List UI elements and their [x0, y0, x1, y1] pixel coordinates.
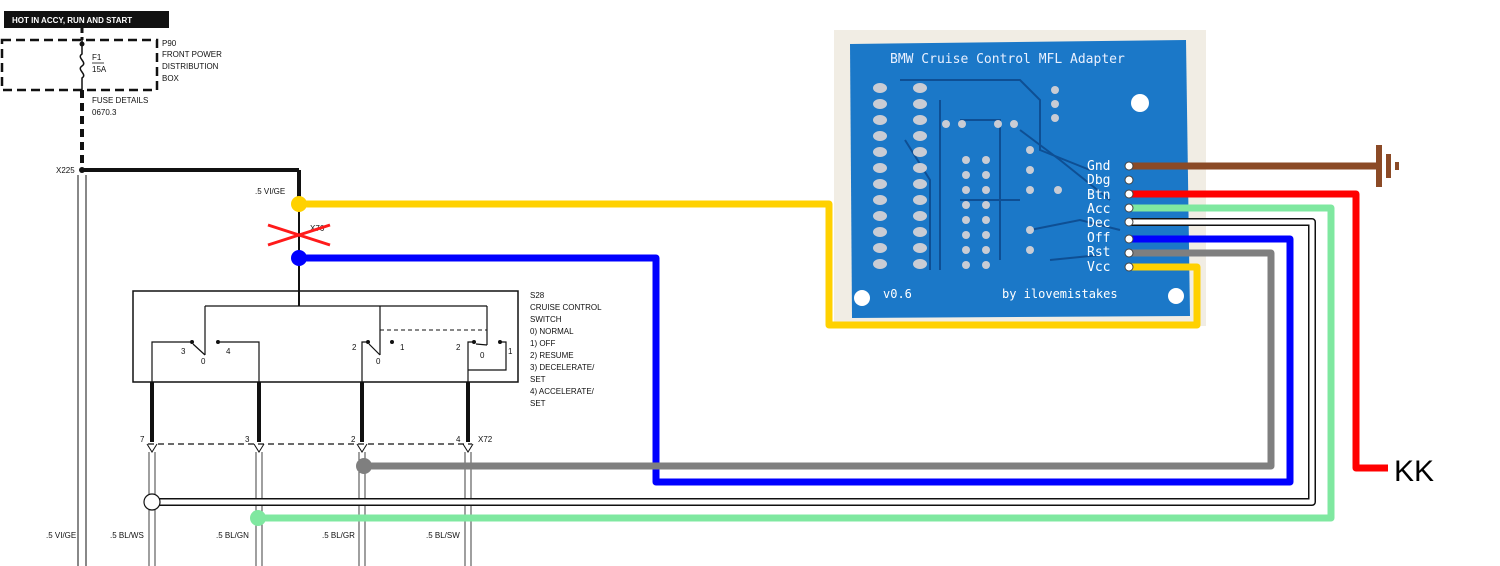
fuse-box-line-2: DISTRIBUTION — [162, 62, 219, 71]
switch-position: 3) DECELERATE/ — [530, 363, 595, 372]
switch-code: S28 — [530, 291, 545, 300]
pcb-board — [850, 40, 1190, 318]
bottom-wire-label: .5 BL/SW — [426, 531, 460, 540]
wire-green-acc — [258, 204, 1335, 522]
pcb-pin-pads — [1124, 161, 1134, 272]
pcb-version: v0.6 — [883, 287, 912, 301]
switch-blade — [192, 343, 206, 356]
pcb-mount-hole — [1131, 94, 1149, 112]
wire-green-endpoint — [250, 510, 266, 526]
contact-label: 1 — [400, 343, 405, 352]
wire-yellow-endpoint — [291, 196, 307, 212]
contact-label: 0 — [480, 351, 485, 360]
bottom-wire-label: .5 BL/GR — [322, 531, 355, 540]
x225-label: X225 — [56, 166, 75, 175]
pcb-author: by ilovemistakes — [1002, 287, 1118, 301]
pcb-pin-off: Off — [1087, 231, 1110, 246]
fuse-rating: 15A — [92, 65, 107, 74]
switch-box — [132, 290, 519, 383]
switch-contact — [190, 340, 194, 344]
wire-blue-off — [299, 235, 1294, 486]
fuse-box-line-3: BOX — [162, 74, 180, 83]
wire-gray-endpoint — [356, 458, 372, 474]
header-text: HOT IN ACCY, RUN AND START — [12, 16, 132, 25]
wire-gray-rst — [364, 249, 1275, 470]
switch-group-1-wiring — [151, 341, 260, 382]
pcb-mount-hole — [854, 290, 870, 306]
fuse-details-1: FUSE DETAILS — [92, 96, 148, 105]
switch-contact — [216, 340, 220, 344]
pcb-pin-dec: Dec — [1087, 216, 1110, 231]
wire-red-btn — [1129, 190, 1388, 472]
bottom-wire-label: .5 BL/WS — [110, 531, 144, 540]
pcb-pin-acc: Acc — [1087, 202, 1110, 217]
wire-white-endpoint — [143, 493, 161, 511]
fuse-node-top — [79, 41, 85, 47]
wire-blue-endpoint — [291, 250, 307, 266]
pcb-pin-gnd: Gnd — [1087, 159, 1110, 174]
switch-title-2: SWITCH — [530, 315, 562, 324]
switch-position: SET — [530, 375, 546, 384]
wire-yellow-vcc — [299, 200, 1201, 329]
fuse-details-2: 0670.3 — [92, 108, 117, 117]
switch-position: 4) ACCELERATE/ — [530, 387, 595, 396]
contact-label: 0 — [201, 357, 206, 366]
switch-contact — [498, 340, 502, 344]
switch-position: 2) RESUME — [530, 351, 574, 360]
switch-blade — [368, 343, 381, 356]
bottom-wire-label: .5 BL/GN — [216, 531, 249, 540]
pin-number: 7 — [140, 435, 145, 444]
contact-label: 3 — [181, 347, 186, 356]
pin-number: 4 — [456, 435, 461, 444]
pcb-mount-hole — [1168, 288, 1184, 304]
ground-symbol — [1376, 145, 1399, 187]
contact-label: 2 — [352, 343, 357, 352]
switch-contact — [366, 340, 370, 344]
switch-contact — [472, 340, 476, 344]
pcb-pin-btn: Btn — [1087, 188, 1110, 203]
pin-number: 3 — [245, 435, 250, 444]
pin-number: 2 — [351, 435, 356, 444]
fuse-box-code: P90 — [162, 39, 177, 48]
x72-label: X72 — [478, 435, 493, 444]
switch-blade — [475, 343, 488, 346]
cut-x-mark — [267, 223, 331, 247]
switch-position: 0) NORMAL — [530, 327, 574, 336]
switch-contact — [390, 340, 394, 344]
switch-position: 1) OFF — [530, 339, 555, 348]
bottom-wire-label: .5 VI/GE — [46, 531, 76, 540]
switch-position: SET — [530, 399, 546, 408]
pcb-pin-vcc: Vcc — [1087, 260, 1110, 275]
pcb-pin-dbg: Dbg — [1087, 173, 1110, 188]
header-box — [4, 11, 169, 28]
contact-label: 2 — [456, 343, 461, 352]
pcb-title: BMW Cruise Control MFL Adapter — [890, 52, 1125, 67]
switch-group-3-wiring — [467, 341, 507, 382]
fuse-box — [0, 38, 159, 92]
fuse-box-line-1: FRONT POWER — [162, 50, 222, 59]
kk-label: KK — [1394, 455, 1434, 488]
pcb-traces — [900, 79, 1121, 270]
pcb-pads — [873, 83, 1062, 269]
wire-white-dec — [152, 219, 1315, 505]
contact-label: 0 — [376, 357, 381, 366]
contact-label: 4 — [226, 347, 231, 356]
switch-title-1: CRUISE CONTROL — [530, 303, 602, 312]
connector-chevrons — [146, 443, 474, 453]
pcb-pin-rst: Rst — [1087, 245, 1110, 260]
fuse-symbol — [79, 40, 85, 90]
contact-label: 1 — [508, 347, 513, 356]
top-wire-label: .5 VI/GE — [255, 187, 285, 196]
fuse-name: F1 — [92, 53, 102, 62]
switch-group-2-wiring — [361, 341, 368, 382]
